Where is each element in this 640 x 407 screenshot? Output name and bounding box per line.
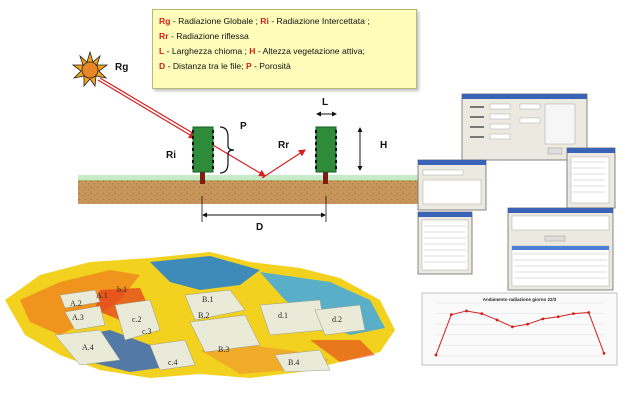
chart-point [602,351,606,355]
software-window [417,211,473,275]
legend-text-h: - Altezza vegetazione attiva; [255,46,365,56]
arrow-intercepted-radiation [97,79,197,139]
label-d: D [256,222,264,233]
legend-line-2: Rr - Radiazione riflessa [159,29,410,44]
legend-separator: ; [255,16,261,26]
arrow-global-radiation [99,77,267,177]
lot-label: B.4 [288,358,299,367]
chart-point [449,313,453,317]
label-rr: Rr [278,140,290,151]
terrain-map: A.1 A.2 A.3 A.4 b.1 B.1 B.2 B.3 B.4 c.2 … [5,252,395,378]
chart-points [434,309,606,357]
lot-label: A.2 [70,299,82,308]
legend-text-l: - Larghezza chioma [164,46,245,56]
legend-line-1: Rg - Radiazione Globale ; Ri - Radiazion… [159,14,410,29]
legend-text-p: - Porosità [251,61,291,71]
legend-key-l: L [159,46,165,56]
chart-title: Andamento radiazione giorno 22/3 [482,297,557,302]
lot-label: d.2 [332,315,342,324]
label-l: L [322,97,329,108]
label-p: P [240,121,247,132]
label-ri: Ri [166,150,176,161]
legend-key-h: H [249,46,256,56]
lot-label: A.3 [72,313,84,322]
legend-line-3: L - Larghezza chioma ; H - Altezza veget… [159,44,410,59]
chart-point [526,322,530,326]
arrow-reflected-radiation [261,149,307,179]
lot-label: c.3 [142,327,152,336]
sun-icon [71,50,109,88]
chart-point [480,312,484,315]
lot-label: d.1 [278,311,288,320]
lot-label: B.1 [202,295,213,304]
lot-label: B.3 [218,345,229,354]
legend-key-rg: Rg [159,16,171,26]
vine-row-left [192,126,214,184]
chart-grid [436,302,604,357]
chart-point [465,309,468,313]
software-window [566,147,616,209]
legend-box: Rg - Radiazione Globale ; Ri - Radiazion… [152,9,417,89]
lot-label: b.1 [117,285,127,294]
legend-key-rr: Rr [159,31,169,41]
software-window [461,93,588,161]
lot-label: c.2 [132,315,142,324]
legend-key-ri: Ri [260,16,269,26]
chart-point [495,318,499,322]
lot-label: A.4 [82,343,94,352]
legend-line-4: D - Distanza tra le file; P - Porosità [159,59,410,74]
legend-text-d: - Distanza tra le file; [165,61,246,71]
lot-label: c.4 [168,358,178,367]
chart-point [587,311,591,314]
chart-point [510,325,514,329]
lot-label: A.1 [96,291,108,300]
radiation-chart [421,292,618,366]
chart-point [434,353,438,357]
software-window [507,207,614,291]
legend-key-d: D [159,61,166,71]
legend-text-rg: - Radiazione Globale [170,16,256,26]
legend-separator: ; [244,46,250,56]
chart-point [541,317,545,321]
software-window [417,159,487,211]
porosity-brace [219,126,235,174]
soil-layer [78,180,420,204]
legend-text-rr: - Radiazione riflessa [168,31,249,41]
label-rg: Rg [115,62,129,73]
legend-key-p: P [245,61,252,71]
legend-text-ri: - Radiazione Intercettata ; [268,16,370,26]
label-h: H [380,140,388,151]
chart-point [572,312,575,315]
chart-series-line [435,310,605,356]
lot-label: B.2 [198,311,209,320]
chart-point [556,315,560,319]
vine-row-right [315,126,337,184]
